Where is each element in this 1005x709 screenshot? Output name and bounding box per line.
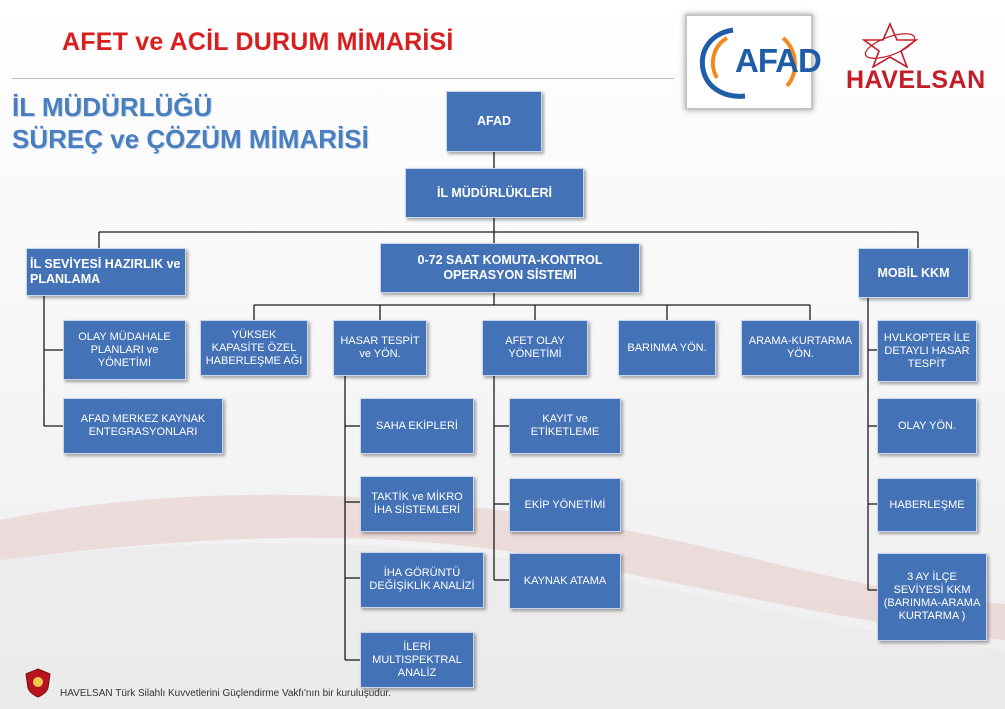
node-planning: İL SEVİYESİ HAZIRLIK ve PLANLAMA xyxy=(26,248,186,296)
node-ileri-multispektral: İLERİ MULTISPEKTRAL ANALİZ xyxy=(360,632,474,688)
subtitle-line-1: İL MÜDÜRLÜĞÜ xyxy=(12,92,213,122)
node-ekip-yonetimi: EKİP YÖNETİMİ xyxy=(509,478,621,532)
afad-swirl-icon xyxy=(699,27,797,99)
havelsan-logo-text: HAVELSAN xyxy=(846,66,986,94)
tsk-emblem-icon xyxy=(25,668,51,698)
havelsan-star-icon xyxy=(861,22,919,68)
node-shelter: BARINMA YÖN. xyxy=(618,320,716,376)
node-search: ARAMA-KURTARMA YÖN. xyxy=(741,320,860,376)
node-olay-yon: OLAY YÖN. xyxy=(877,398,977,454)
afad-logo: AFAD xyxy=(685,14,822,110)
node-comms: YÜKSEK KAPASİTE ÖZEL HABERLEŞME AĞI xyxy=(200,320,308,376)
node-afad: AFAD xyxy=(446,91,542,152)
node-iha-goruntu: İHA GÖRÜNTÜ DEĞİŞİKLİK ANALİZİ xyxy=(360,552,484,608)
node-il-mudurlukleri: İL MÜDÜRLÜKLERİ xyxy=(405,168,584,218)
node-mobile: MOBİL KKM xyxy=(858,248,969,298)
havelsan-logo: HAVELSAN xyxy=(842,22,985,97)
afad-logo-text: AFAD xyxy=(735,42,822,79)
node-kaynak-atama: KAYNAK ATAMA xyxy=(509,553,621,609)
node-event: AFET OLAY YÖNETİMİ xyxy=(482,320,588,376)
node-afad-merkez: AFAD MERKEZ KAYNAK ENTEGRASYONLARI xyxy=(63,398,223,454)
node-damage: HASAR TESPİT ve YÖN. xyxy=(333,320,427,376)
node-ilce-kkm: 3 AY İLÇE SEVİYESİ KKM (BARINMA-ARAMA KU… xyxy=(877,553,987,641)
node-hvlkopter: HVLKOPTER İLE DETAYLI HASAR TESPİT xyxy=(877,320,977,382)
footer-text: HAVELSAN Türk Silahlı Kuvvetlerini Güçle… xyxy=(60,688,391,699)
node-kayit: KAYIT ve ETİKETLEME xyxy=(509,398,621,454)
slide-title: AFET ve ACİL DURUM MİMARİSİ xyxy=(62,28,454,56)
subtitle-line-2: SÜREÇ ve ÇÖZÜM MİMARİSİ xyxy=(12,124,369,154)
title-divider xyxy=(12,78,674,79)
node-taktik-iha: TAKTİK ve MİKRO İHA SİSTEMLERİ xyxy=(360,476,474,532)
node-haberlesme: HABERLEŞME xyxy=(877,478,977,532)
node-command: 0-72 SAAT KOMUTA-KONTROL OPERASYON SİSTE… xyxy=(380,243,640,293)
node-olay-mudahale: OLAY MÜDAHALE PLANLARI ve YÖNETİMİ xyxy=(63,320,186,380)
node-saha-ekipleri: SAHA EKİPLERİ xyxy=(360,398,474,454)
